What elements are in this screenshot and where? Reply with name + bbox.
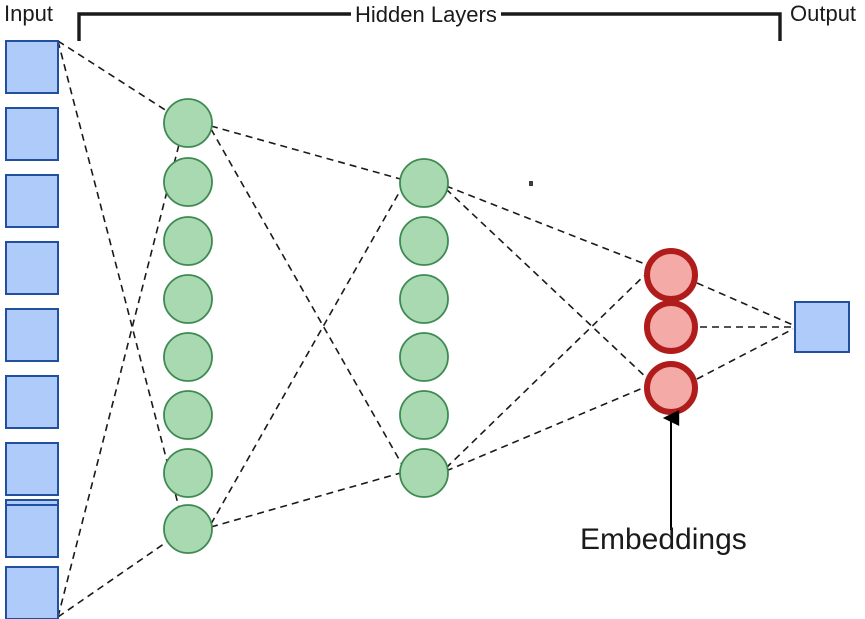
embedding-node[interactable]	[644, 361, 698, 415]
hidden1-node[interactable]	[163, 274, 213, 324]
edges-hidden1-to-hidden2	[210, 125, 405, 528]
hidden2-node[interactable]	[399, 158, 449, 208]
embeddings-label: Embeddings	[580, 523, 747, 556]
stray-mark	[529, 181, 533, 186]
input-node[interactable]	[5, 566, 59, 619]
input-node[interactable]	[5, 40, 59, 94]
hidden-layer-2	[399, 158, 449, 498]
hidden1-node[interactable]	[163, 332, 213, 382]
hidden1-node[interactable]	[163, 216, 213, 266]
input-node[interactable]	[5, 174, 59, 228]
edges-input-to-hidden1	[57, 40, 185, 618]
hidden2-node[interactable]	[399, 332, 449, 382]
output-label: Output	[790, 1, 857, 26]
input-node[interactable]	[5, 308, 59, 362]
input-label: Input	[4, 1, 53, 26]
edges-embeddings-to-output	[696, 282, 794, 380]
hidden1-node[interactable]	[163, 98, 213, 148]
hidden1-node[interactable]	[163, 448, 213, 498]
embedding-node[interactable]	[644, 300, 698, 354]
input-node[interactable]	[5, 375, 59, 429]
input-node[interactable]	[5, 241, 59, 295]
edges-hidden2-to-embeddings	[445, 185, 651, 472]
output-node[interactable]	[794, 301, 850, 353]
input-node[interactable]	[5, 107, 59, 161]
hidden-layers-label: Hidden Layers	[351, 4, 501, 26]
hidden1-node[interactable]	[163, 157, 213, 207]
hidden-layer-1	[163, 98, 213, 554]
input-layer	[5, 40, 59, 619]
hidden2-node[interactable]	[399, 390, 449, 440]
embedding-node[interactable]	[644, 248, 698, 302]
hidden2-node[interactable]	[399, 274, 449, 324]
output-layer	[794, 301, 850, 353]
hidden2-node[interactable]	[399, 448, 449, 498]
hidden2-node[interactable]	[399, 216, 449, 266]
hidden1-node[interactable]	[163, 390, 213, 440]
embedding-layer	[644, 248, 698, 415]
input-node[interactable]	[5, 442, 59, 496]
hidden1-node[interactable]	[163, 504, 213, 554]
input-node[interactable]	[5, 504, 59, 558]
